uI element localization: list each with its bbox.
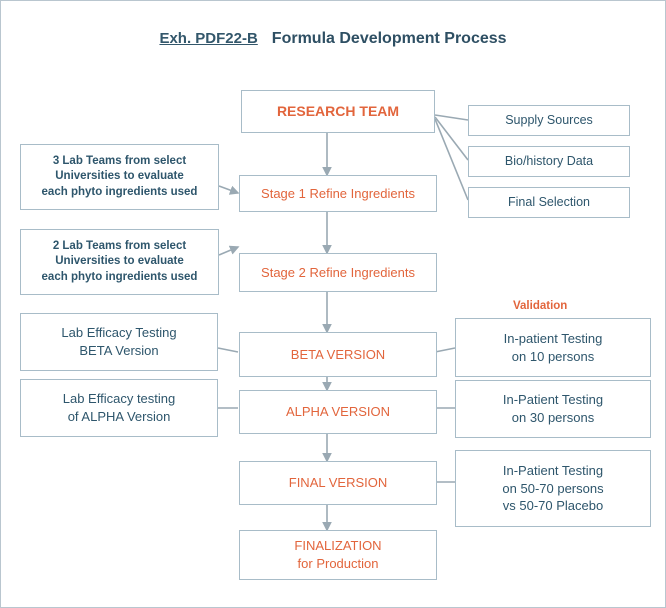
node-inpatient-50-line1: In-Patient Testing: [502, 463, 604, 479]
node-final-version[interactable]: FINAL VERSION: [239, 461, 437, 505]
node-inpatient-10-line2: on 10 persons: [511, 348, 595, 364]
node-finalization-line1: FINALIZATION: [294, 538, 382, 554]
node-inpatient-10[interactable]: In-patient Testing on 10 persons: [455, 318, 651, 377]
page-title: Exh. PDF22-B Formula Development Process: [0, 30, 666, 48]
node-research-team-label: RESEARCH TEAM: [276, 103, 400, 120]
node-finalization-line2: for Production: [297, 556, 379, 571]
node-stage-1[interactable]: Stage 1 Refine Ingredients: [239, 175, 437, 212]
node-inpatient-50-line3: vs 50-70 Placebo: [502, 498, 604, 514]
node-alpha-version-label: ALPHA VERSION: [285, 404, 391, 420]
node-lab-teams-2[interactable]: 2 Lab Teams from select Universities to …: [20, 229, 219, 295]
node-stage-1-label: Stage 1 Refine Ingredients: [261, 185, 415, 201]
node-supply-sources[interactable]: Supply Sources: [468, 105, 630, 136]
node-alpha-version[interactable]: ALPHA VERSION: [239, 390, 437, 434]
validation-label: Validation: [513, 300, 568, 312]
node-lab-teams-2-line3: each phyto ingredients used: [41, 270, 198, 283]
node-final-selection[interactable]: Final Selection: [468, 187, 630, 218]
node-final-selection-label: Final Selection: [508, 195, 590, 210]
node-finalization[interactable]: FINALIZATION for Production: [239, 530, 437, 580]
node-inpatient-50-line2: on 50-70 persons: [502, 480, 604, 496]
node-research-team[interactable]: RESEARCH TEAM: [241, 90, 435, 133]
node-lab-teams-3-line3: each phyto ingredients used: [41, 185, 198, 198]
node-beta-version-label: BETA VERSION: [290, 346, 386, 362]
node-final-version-label: FINAL VERSION: [288, 475, 388, 491]
node-lab-efficacy-beta-line2: BETA Version: [79, 343, 159, 358]
node-beta-version[interactable]: BETA VERSION: [239, 332, 437, 377]
title-text: Formula Development Process: [271, 30, 507, 47]
node-lab-teams-3-line1: 3 Lab Teams from select: [52, 154, 187, 167]
node-inpatient-10-line1: In-patient Testing: [503, 330, 603, 346]
node-lab-efficacy-alpha-line2: of ALPHA Version: [67, 409, 171, 424]
node-lab-teams-3[interactable]: 3 Lab Teams from select Universities to …: [20, 144, 219, 210]
node-lab-efficacy-beta[interactable]: Lab Efficacy Testing BETA Version: [20, 313, 218, 371]
node-lab-teams-2-line2: Universities to evaluate: [55, 255, 184, 268]
node-inpatient-30-line2: on 30 persons: [511, 410, 595, 425]
node-inpatient-30-line1: In-Patient Testing: [502, 392, 604, 408]
node-lab-efficacy-alpha[interactable]: Lab Efficacy testing of ALPHA Version: [20, 379, 218, 437]
node-inpatient-30[interactable]: In-Patient Testing on 30 persons: [455, 380, 651, 438]
node-lab-teams-2-line1: 2 Lab Teams from select: [52, 239, 187, 252]
node-supply-sources-label: Supply Sources: [505, 113, 593, 128]
node-lab-efficacy-beta-line1: Lab Efficacy Testing: [61, 325, 177, 341]
exhibit-label: Exh. PDF22-B: [159, 30, 258, 47]
node-bio-history-data-label: Bio/history Data: [504, 154, 594, 169]
node-lab-teams-3-line2: Universities to evaluate: [55, 170, 184, 183]
node-bio-history-data[interactable]: Bio/history Data: [468, 146, 630, 177]
node-lab-efficacy-alpha-line1: Lab Efficacy testing: [62, 391, 176, 407]
node-stage-2[interactable]: Stage 2 Refine Ingredients: [239, 253, 437, 292]
node-inpatient-50[interactable]: In-Patient Testing on 50-70 persons vs 5…: [455, 450, 651, 527]
node-stage-2-label: Stage 2 Refine Ingredients: [261, 264, 415, 280]
